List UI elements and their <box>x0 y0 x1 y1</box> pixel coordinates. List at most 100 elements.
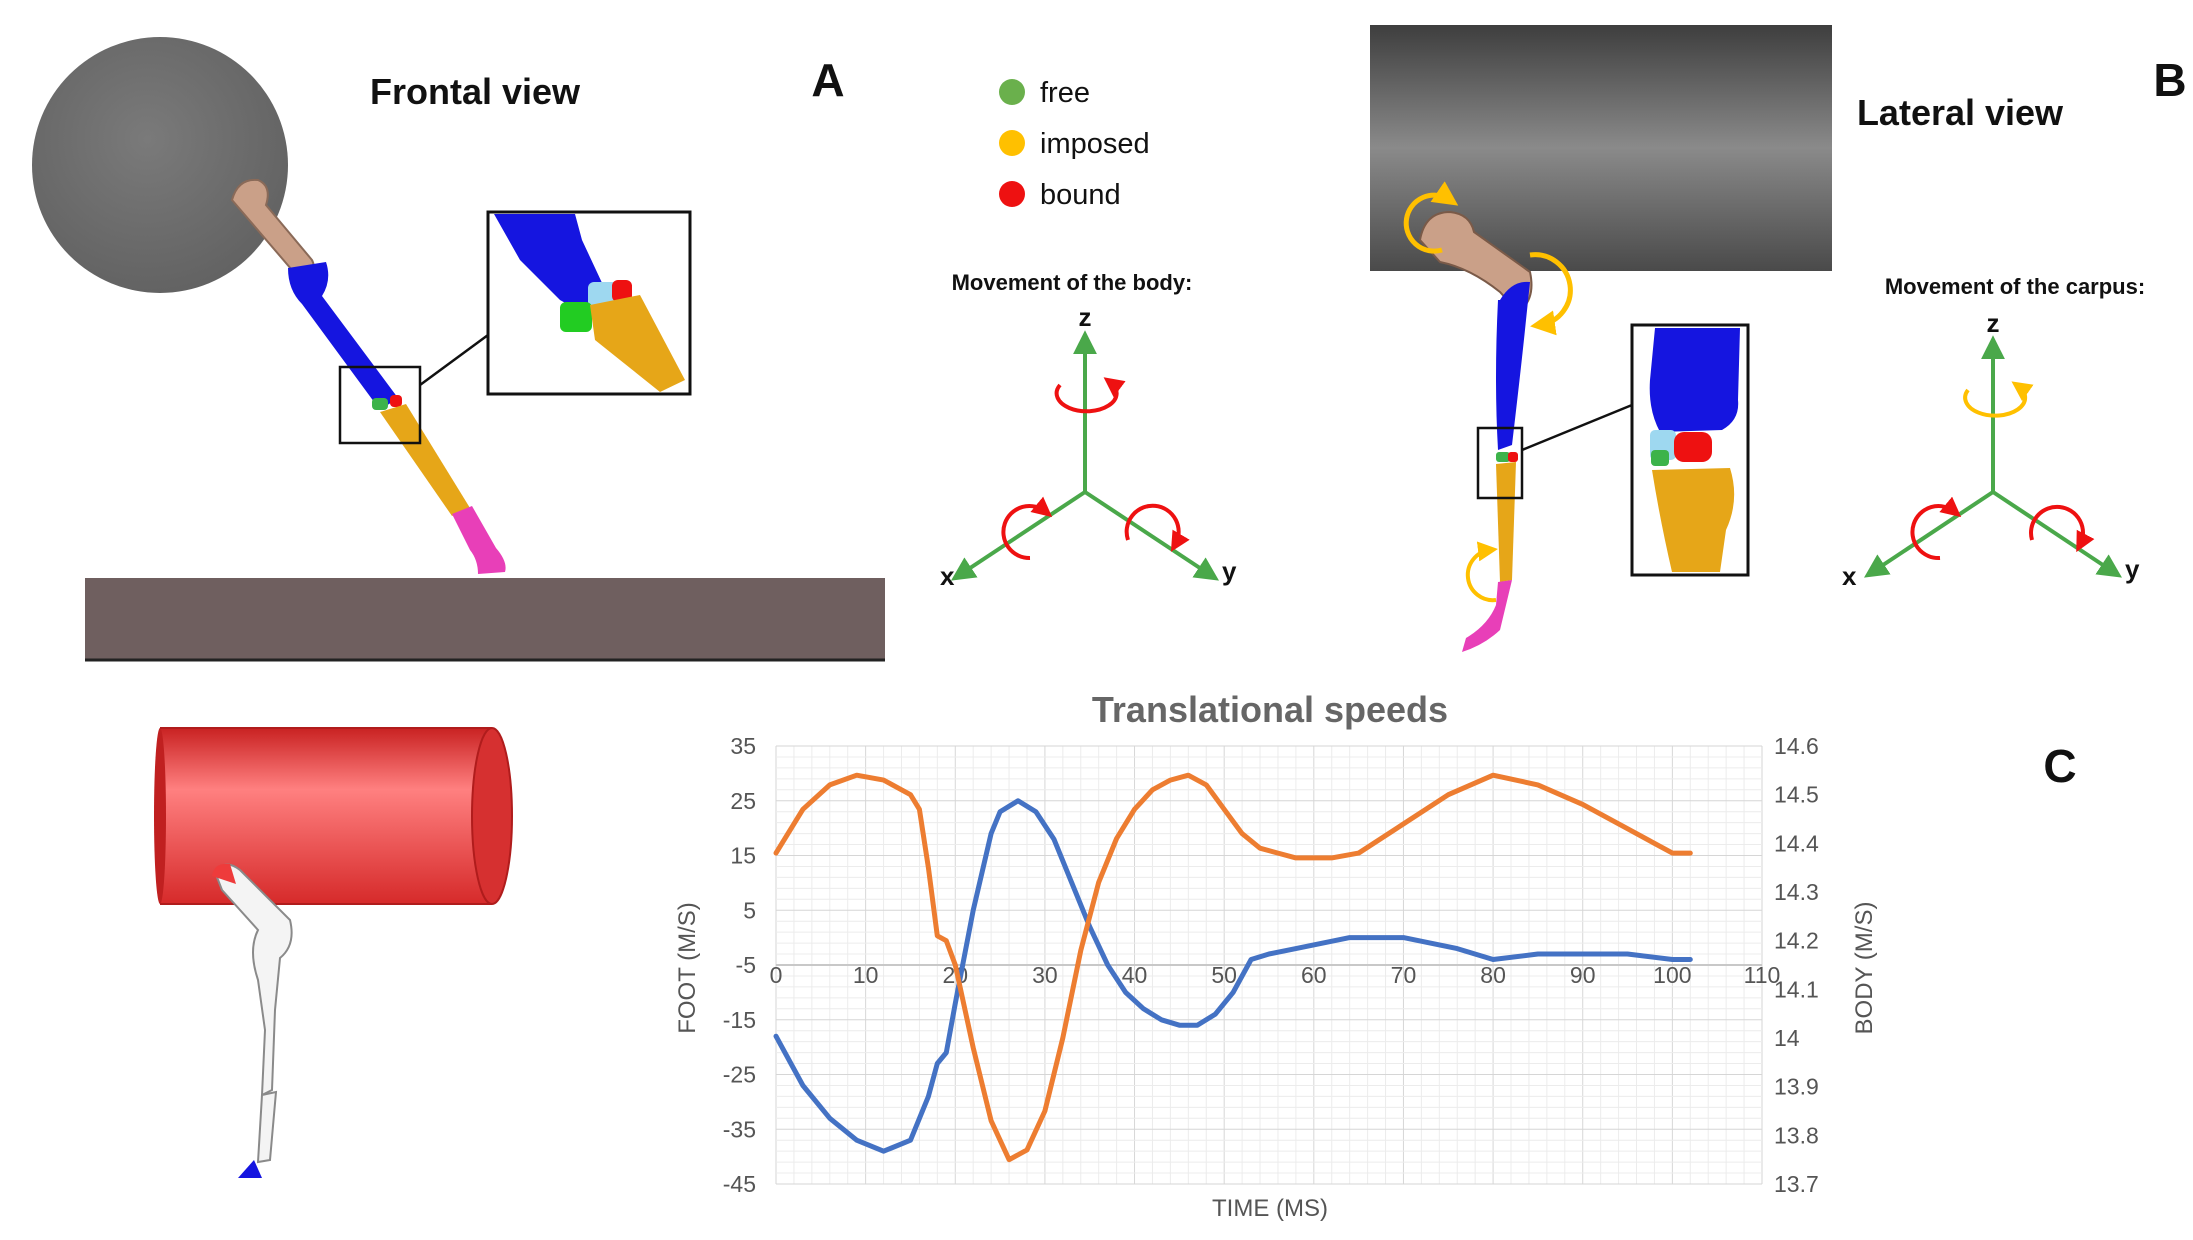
legend-label-free: free <box>1040 77 1090 109</box>
carpal-bound <box>390 395 402 407</box>
forelimb-lateral <box>1403 181 1573 652</box>
blue-hoof <box>238 1160 262 1178</box>
y-tick-label: -5 <box>736 952 756 978</box>
zoom-connector <box>419 333 489 387</box>
panel-a: Frontal view A free imposed bound Moveme… <box>32 37 1237 662</box>
rotation-x-icon <box>1001 496 1053 561</box>
chart-series <box>773 772 1693 1163</box>
y-tick-label: -25 <box>723 1062 756 1088</box>
ground-plate <box>85 578 885 660</box>
forelimb-frontal <box>230 178 506 574</box>
chart-ticks: 3525155-5-15-25-35-4514.614.514.414.314.… <box>723 733 1819 1197</box>
y-axis-label-b: y <box>2125 554 2140 584</box>
rotation-elbow-icon <box>1529 252 1573 336</box>
y2-tick-label: 13.7 <box>1774 1171 1819 1197</box>
panel-c-letter: C <box>2043 740 2076 792</box>
x-axis-label: x <box>940 561 955 591</box>
x-tick-label: 70 <box>1391 962 1417 988</box>
radius-bone <box>288 262 398 410</box>
metacarpus-bone <box>380 404 470 516</box>
y-tick-label: 25 <box>730 788 756 814</box>
z-axis-label-b: z <box>1987 308 2000 338</box>
carpal-bound-lateral <box>1508 452 1518 462</box>
x-tick-label: 40 <box>1122 962 1148 988</box>
legend: free imposed bound <box>999 77 1150 211</box>
legend-swatch-bound <box>999 181 1025 207</box>
legend-swatch-imposed <box>999 130 1025 156</box>
chart-title: Translational speeds <box>1092 689 1448 730</box>
white-limb-lower <box>256 1090 278 1164</box>
cylinder-body <box>154 727 513 905</box>
carpal-lateral <box>1496 452 1510 462</box>
foot-speed-line <box>773 798 1693 1154</box>
x-tick-label: 110 <box>1744 962 1781 988</box>
rotation-y-icon-b <box>2029 504 2095 553</box>
x-axis-arrow-b <box>1864 490 1995 578</box>
y-axis-title: FOOT (M/S) <box>674 902 701 1034</box>
y2-tick-label: 13.9 <box>1774 1074 1819 1100</box>
x-tick-label: 50 <box>1211 962 1237 988</box>
digit-bone <box>452 506 506 574</box>
zoom-inset-a <box>486 210 692 396</box>
panel-a-letter: A <box>811 54 844 106</box>
zoom-box-small <box>338 365 422 445</box>
y-axis-arrow <box>1083 490 1220 581</box>
rotation-fetlock-icon <box>1465 541 1498 603</box>
legend-swatch-free <box>999 79 1025 105</box>
carpal-free <box>372 398 388 410</box>
carpus-axis-triad: z x y <box>1842 308 2140 591</box>
panel-b: Lateral view B Movement of the carpus: z… <box>1370 25 2187 652</box>
speed-chart: Translational speeds 3525155-5-15-25-35-… <box>674 689 1878 1222</box>
panel-a-title: Frontal view <box>370 71 581 112</box>
radius-bone-lateral <box>1496 281 1530 450</box>
y2-tick-label: 14 <box>1774 1025 1800 1051</box>
digit-bone-lateral <box>1462 580 1512 652</box>
y2-tick-label: 14.2 <box>1774 928 1819 954</box>
y2-tick-label: 14.4 <box>1774 830 1819 856</box>
movement-carpus-title: Movement of the carpus: <box>1885 274 2145 299</box>
z-axis-label: z <box>1079 302 1092 332</box>
rotation-y-icon <box>1124 503 1190 552</box>
x-tick-label: 60 <box>1301 962 1327 988</box>
movement-body-title: Movement of the body: <box>952 270 1193 295</box>
x-axis-label-b: x <box>1842 561 1857 591</box>
panel-c: C Translational speeds 3525155-5-15-25-3… <box>154 689 2077 1222</box>
rotation-z-icon-b <box>1963 381 2034 418</box>
rotation-z-icon <box>1054 377 1126 414</box>
y-axis-label: y <box>1222 556 1237 586</box>
y2-tick-label: 13.8 <box>1774 1122 1819 1148</box>
red-shoulder <box>212 863 236 884</box>
skeleton-limb <box>212 863 293 1178</box>
rotation-shoulder-icon <box>1403 181 1459 254</box>
white-limb-bones <box>213 863 293 1097</box>
legend-label-imposed: imposed <box>1040 128 1150 160</box>
x-tick-label: 0 <box>770 962 783 988</box>
y-tick-label: -15 <box>723 1007 756 1033</box>
panel-b-title: Lateral view <box>1857 92 2064 133</box>
y-tick-label: -35 <box>723 1116 756 1142</box>
rotation-x-icon-b <box>1910 496 1962 561</box>
zoom-connector-b <box>1521 403 1633 452</box>
y-tick-label: 35 <box>730 733 756 759</box>
body-sphere <box>32 37 288 293</box>
y-tick-label: -45 <box>723 1171 756 1197</box>
x-tick-label: 100 <box>1653 962 1691 988</box>
legend-item-bound: bound <box>999 179 1121 211</box>
body-speed-line <box>773 772 1693 1163</box>
x-tick-label: 30 <box>1032 962 1058 988</box>
y-tick-label: 15 <box>730 843 756 869</box>
zoom-box-small-b <box>1476 426 1524 500</box>
x-axis-arrow <box>950 490 1087 581</box>
x-axis-title: TIME (MS) <box>1212 1195 1328 1222</box>
y2-axis-title: BODY (M/S) <box>1851 902 1878 1035</box>
legend-item-imposed: imposed <box>999 128 1150 160</box>
metacarpus-bone-lateral <box>1496 462 1516 582</box>
panel-b-letter: B <box>2153 54 2186 106</box>
y-axis-arrow-b <box>1991 490 2122 578</box>
x-tick-label: 80 <box>1480 962 1506 988</box>
y2-tick-label: 14.1 <box>1774 976 1819 1002</box>
x-tick-label: 90 <box>1570 962 1596 988</box>
zoom-inset-b <box>1630 323 1750 577</box>
y2-tick-label: 14.6 <box>1774 733 1819 759</box>
